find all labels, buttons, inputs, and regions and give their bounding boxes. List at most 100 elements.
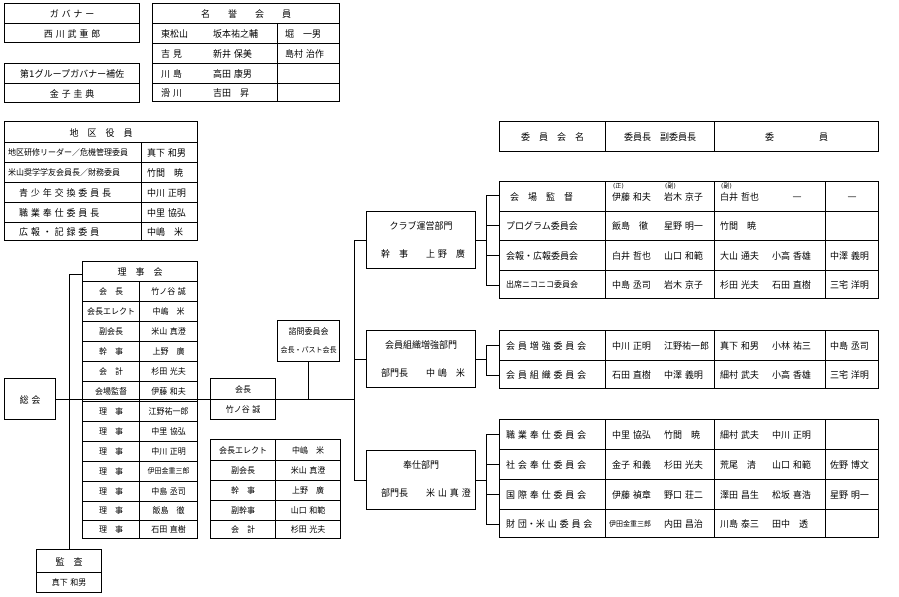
committee-vice: 星野 明一: [664, 222, 703, 232]
board-name: 中嶋 米: [152, 306, 185, 316]
club-committees-box: 会 場 監 督 (正)伊藤 和夫 (副)岩木 京子 (副)白井 哲也 — — プ…: [499, 181, 879, 299]
committee-member: 真下 和男: [720, 342, 759, 352]
officer-role: 会 計: [231, 525, 255, 534]
board-row: 副会長米山 真澄: [83, 321, 197, 342]
committee-name: 会 員 組 織 委 員 会: [506, 371, 587, 381]
committee-member: 田中 透: [772, 520, 809, 530]
committee-member: 石田 直樹: [772, 281, 811, 291]
committee-row: 会 場 監 督 (正)伊藤 和夫 (副)岩木 京子 (副)白井 哲也 — —: [500, 182, 878, 212]
committee-chair: 伊藤 禎章: [612, 490, 651, 501]
board-title: 理 事 会: [117, 268, 163, 278]
committee-name: 会 員 増 強 委 員 会: [506, 342, 587, 352]
division-title: 奉仕部門: [402, 461, 439, 471]
officer-row: 会長エレクト中嶋 米: [211, 440, 340, 461]
honorary-row: 川 島 高田 康男: [153, 63, 339, 84]
chair-tag: (正): [613, 183, 624, 190]
committee-member: 川島 泰三: [720, 520, 759, 530]
district-name: 中里 協弘: [147, 208, 186, 219]
committee-row: 職 業 奉 仕 委 員 会 中里 協弘 竹間 暁 細村 武夫 中川 正明: [500, 420, 878, 450]
committee-chair: 石田 直樹: [612, 371, 651, 381]
committee-vice: 内田 昌治: [664, 520, 703, 530]
advisory-committee-box: 諮問委員会 会長・パスト会長: [277, 320, 340, 362]
district-role: 米山奨学学友会員長／財務委員: [8, 167, 120, 177]
honorary-name: 坂本祐之輔: [213, 29, 259, 40]
honorary-area: 川 島: [161, 69, 182, 80]
audit-box: 監 査 真下 和男: [36, 549, 102, 593]
committee-name: 社 会 奉 仕 委 員 会: [506, 460, 587, 471]
board-row: 理 事江野祐一郎: [83, 401, 197, 422]
board-name: 伊藤 和夫: [151, 386, 186, 396]
governor-title: ガ バ ナ ー: [49, 10, 95, 20]
governor-assistant-name-row: 金 子 圭 典: [5, 83, 139, 103]
district-officers-box: 地 区 役 員 地区研修リーダー／危機管理委員 真下 和男 米山奨学学友会員長／…: [4, 121, 198, 241]
board-role: 理 事: [99, 506, 123, 515]
committee-member: 細村 武夫: [720, 431, 759, 441]
membership-division-box: 会員組織増強部門 部門長 中 嶋 米: [366, 330, 476, 388]
committee-vice: 竹間 暁: [664, 431, 701, 441]
board-row: 会場監督伊藤 和夫: [83, 381, 197, 402]
committee-vice: 野口 荘二: [664, 490, 703, 501]
committee-member: (副)白井 哲也: [720, 183, 759, 203]
board-role: 会 計: [99, 366, 123, 376]
board-row: 幹 事上野 廣: [83, 341, 197, 362]
officer-role: 会長エレクト: [219, 445, 267, 455]
committee-name: 財 団・米 山 委 員 会: [506, 520, 593, 530]
committee-chair: (正)伊藤 和夫: [612, 183, 651, 203]
board-role: 理 事: [99, 446, 123, 456]
district-title: 地 区 役 員: [69, 128, 133, 139]
committee-chair: 白井 哲也: [612, 251, 651, 262]
committee-member: 中川 正明: [772, 431, 811, 441]
board-name: 中川 正明: [151, 446, 186, 456]
honorary-row: 東松山 坂本祐之輔 堀 一男: [153, 23, 339, 44]
service-division-box: 奉仕部門 部門長 米 山 真 澄: [366, 450, 476, 510]
vice-tag: (副): [665, 183, 676, 190]
committee-name: プログラム委員会: [506, 222, 578, 232]
committee-chair: 中里 協弘: [612, 431, 651, 441]
board-role: 理 事: [99, 406, 123, 416]
committee-vice: 中澤 義明: [664, 371, 703, 381]
district-name: 中嶋 米: [147, 228, 184, 238]
audit-title-row: 監 査: [37, 550, 101, 573]
board-role: 幹 事: [99, 346, 123, 356]
district-row: 米山奨学学友会員長／財務委員 竹間 暁: [5, 162, 197, 183]
honorary-area: 滑 川: [161, 89, 182, 99]
committee-vice: 杉田 光夫: [664, 460, 703, 471]
committee-row: 社 会 奉 仕 委 員 会 金子 和義 杉田 光夫 荒尾 清 山口 和範 佐野 …: [500, 449, 878, 480]
president-box: 会長 竹ノ谷 誠: [210, 378, 276, 420]
president-name-row: 竹ノ谷 誠: [211, 399, 275, 420]
committee-chair: 飯島 徹: [612, 222, 649, 232]
division-title: 会員組織増強部門: [384, 341, 457, 351]
division-leader: 部門長 米 山 真 澄: [381, 489, 471, 499]
committee-row: プログラム委員会 飯島 徹 星野 明一 竹間 暁: [500, 211, 878, 241]
audit-name: 真下 和男: [51, 578, 87, 587]
district-role: 青 少 年 交 換 委 員 長: [19, 188, 112, 199]
committee-header-name: 委 員 会 名: [520, 133, 584, 143]
advisory-subtitle: 会長・パスト会長: [280, 346, 337, 354]
committee-member: 中澤 義明: [830, 251, 869, 262]
board-row: 会 計杉田 光夫: [83, 361, 197, 382]
honorary-title-row: 名 誉 会 員: [153, 4, 339, 24]
honorary-row: 滑 川 吉田 昇: [153, 83, 339, 102]
board-row: 理 事伊田金重三郎: [83, 461, 197, 482]
governor-assistant-box: 第1グループガバナー補佐 金 子 圭 典: [4, 63, 140, 103]
district-row: 職 業 奉 仕 委 員 長 中里 協弘: [5, 202, 197, 223]
district-role: 地区研修リーダー／危機管理委員: [8, 147, 128, 157]
committee-name: 国 際 奉 仕 委 員 会: [506, 490, 587, 501]
district-name: 真下 和男: [147, 148, 186, 159]
officer-role: 幹 事: [231, 485, 255, 495]
officer-row: 副幹事山口 和範: [211, 500, 340, 521]
officer-name: 米山 真澄: [290, 465, 326, 475]
committee-member: 小高 香雄: [772, 251, 811, 262]
president-title-row: 会長: [211, 379, 275, 400]
board-role: 副会長: [99, 326, 123, 336]
committee-chair: 伊田金重三郎: [609, 519, 651, 528]
committee-member: 三宅 洋明: [830, 371, 869, 381]
officer-name: 杉田 光夫: [290, 525, 326, 534]
committee-member: 山口 和範: [772, 460, 811, 471]
president-title: 会長: [235, 384, 251, 394]
committee-member: 杉田 光夫: [720, 281, 759, 291]
board-row: 会 長竹ノ谷 誠: [83, 281, 197, 302]
officer-name: 上野 廣: [292, 485, 324, 495]
board-box: 理 事 会 会 長竹ノ谷 誠 会長エレクト中嶋 米 副会長米山 真澄 幹 事上野…: [82, 261, 198, 539]
governor-title-row: ガ バ ナ ー: [5, 4, 139, 24]
